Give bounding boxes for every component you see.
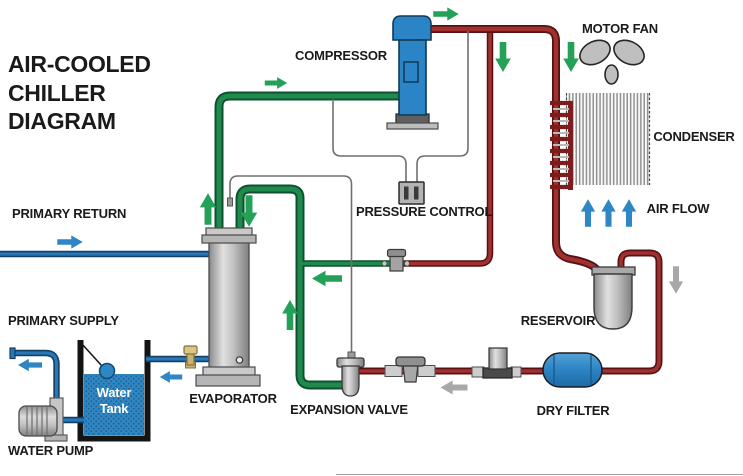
evaporator-flange-lower [201,234,257,244]
label-primary-return: PRIMARY RETURN [12,206,127,221]
airflow-arrow-1 [580,199,596,227]
pipes [0,25,663,424]
condenser-coil [550,100,573,190]
flow-arrow-supply-left [18,358,42,372]
label-reservoir: RESERVOIR [520,313,596,328]
supply-pipe-end [9,347,16,360]
label-expansion-valve: EXPANSION VALVE [290,402,408,417]
sensing-lines [227,31,469,356]
compressor-cap [392,15,432,41]
suction-pipe-fill [216,93,399,236]
compressor [386,15,439,130]
label-water-pump: WATER PUMP [8,443,94,458]
label-water-tank: Water Tank [96,385,132,417]
valve-body [402,363,419,383]
evaporator-drain-fitting [235,356,244,364]
solenoid-fitting-left [471,366,485,378]
fan-blade-left [579,39,611,66]
bypass-valve-bolt-right [403,260,411,267]
label-condenser: CONDENSER [653,129,735,144]
water-tank [77,340,151,442]
txv-sensing-capillary [229,175,353,356]
pressure-control-slot-2 [414,186,419,200]
pressure-control [398,181,425,205]
reservoir [591,266,636,330]
feed-pipe [235,184,342,390]
valve-flange-cap [395,356,426,367]
evaporator [195,227,261,387]
flow-arrow-discharge-right [433,7,459,21]
feed-pipe-fill [237,186,342,388]
valve-fitting-left [384,365,403,377]
fan-motor-body [604,64,619,85]
tank-water [84,374,144,435]
pump-motor-body [18,405,58,437]
label-primary-supply: PRIMARY SUPPLY [8,313,119,328]
liquid-line-valve [384,356,436,383]
primary-supply-pipe-fill [13,351,59,402]
tank-walls [77,340,151,442]
flow-arrow-bypass-left [312,270,342,287]
pump-base [44,434,68,442]
dry-filter [542,352,603,388]
condenser-fins [566,93,650,185]
low-pressure-capillary [332,99,407,183]
compressor-nameplate [403,61,419,83]
label-compressor: COMPRESSOR [295,48,387,63]
brass-valve-cap [183,345,198,355]
condenser [565,93,651,185]
tank-inlet-valve [183,345,198,369]
diagram-title: AIR-COOLED CHILLER DIAGRAM [8,51,151,135]
solenoid-valve [471,347,522,379]
high-pressure-capillary [416,31,469,183]
label-motor-fan: MOTOR FAN [582,21,658,36]
expansion-valve-body [341,365,360,397]
primary-supply-pipe [13,349,60,402]
pressure-control-box [398,181,425,205]
flow-arrow-condenser-down [563,42,579,72]
pressure-control-slot-1 [404,186,409,200]
float-arm [81,343,103,367]
label-evaporator: EVAPORATOR [189,391,277,406]
label-dry-filter: DRY FILTER [536,403,610,418]
solenoid-coil [488,347,508,370]
flow-arrow-reservoir-down [668,266,684,294]
discharge-pipe-fill [431,26,603,278]
sensing-bulb [227,197,233,207]
flow-arrow-suction-right [264,77,288,89]
reservoir-body [593,273,633,330]
flow-arrow-liquid-left [440,380,468,395]
flow-arrow-return-right [57,235,83,249]
label-pressure-control: PRESSURE CONTROL [356,204,493,219]
airflow-arrow-3 [621,199,637,227]
flow-arrow-tank-left [159,371,183,383]
flow-arrow-evap-out-up [199,193,217,225]
evaporator-shell [208,241,250,369]
dry-filter-body [542,352,603,388]
water-pump [18,397,68,442]
flow-arrow-feed-up [282,300,298,330]
compressor-body [398,39,427,116]
valve-fitting-right [417,365,436,377]
compressor-plinth [386,122,439,130]
expansion-valve [336,351,365,397]
liquid-pipe-fill [358,251,661,373]
label-air-flow: AIR FLOW [646,201,710,216]
bypass-valve-bolt-left [381,260,388,267]
flow-arrow-bypass-down [495,42,511,72]
bypass-pipe-red-fill [400,27,492,266]
bypass-valve-cap [386,248,407,258]
airflow-arrow-2 [601,199,616,227]
motor-fan [579,39,645,85]
evaporator-base-lower [195,374,261,387]
bypass-valve [381,248,411,272]
float-ball [98,362,116,380]
fan-blade-right [613,39,645,66]
